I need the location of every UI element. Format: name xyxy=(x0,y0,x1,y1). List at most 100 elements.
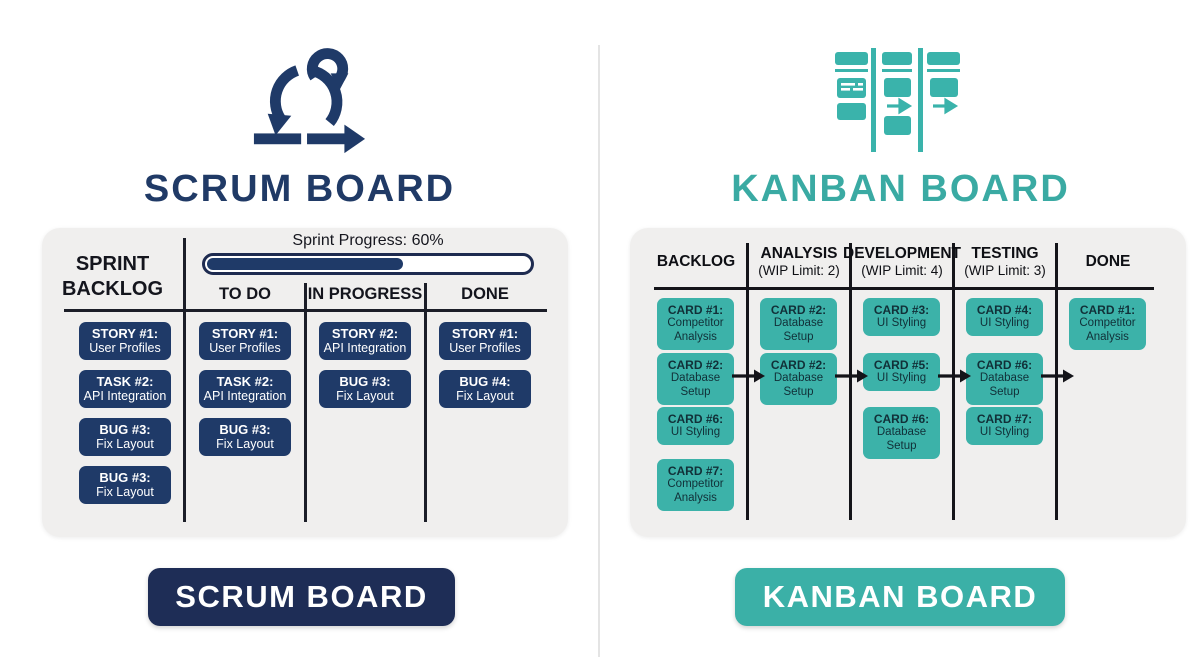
card-subtitle: UI Styling xyxy=(876,372,927,385)
card-title: CARD #7: xyxy=(976,412,1033,426)
kanban-board-panel: BACKLOG ANALYSIS (WIP Limit: 2) DEVELOPM… xyxy=(630,228,1186,537)
card-subtitle: Database Setup xyxy=(773,372,824,398)
column-header-inprogress: IN PROGRESS xyxy=(307,285,423,303)
scrum-card: TASK #2:API Integration xyxy=(199,370,291,408)
column-divider xyxy=(746,243,749,520)
card-title: CARD #6: xyxy=(976,358,1033,372)
card-subtitle: Fix Layout xyxy=(96,485,154,500)
card-subtitle: Competitor Analysis xyxy=(667,317,724,343)
card-title: BUG #3: xyxy=(99,421,151,437)
card-subtitle: Database Setup xyxy=(773,317,824,343)
card-subtitle: UI Styling xyxy=(670,426,721,439)
header-underline xyxy=(64,309,547,312)
card-title: BUG #3: xyxy=(339,373,391,389)
scrum-card: STORY #1:User Profiles xyxy=(79,322,171,360)
column-header-development: DEVELOPMENT (WIP Limit: 4) xyxy=(843,245,961,278)
column-divider xyxy=(849,243,852,520)
sprint-progress-bar xyxy=(202,253,534,275)
card-subtitle: UI Styling xyxy=(979,426,1030,439)
card-subtitle: API Integration xyxy=(323,341,407,356)
column-divider xyxy=(304,283,307,522)
card-title: CARD #2: xyxy=(770,358,827,372)
kanban-card: CARD #2:Database Setup xyxy=(760,353,837,405)
kanban-card: CARD #6:Database Setup xyxy=(966,353,1043,405)
card-title: TASK #2: xyxy=(216,373,274,389)
kanban-card: CARD #5:UI Styling xyxy=(863,353,940,391)
card-title: BUG #3: xyxy=(99,469,151,485)
card-title: BUG #4: xyxy=(459,373,511,389)
sprint-progress-fill xyxy=(207,258,403,270)
scrum-badge: SCRUM BOARD xyxy=(148,568,455,626)
card-title: CARD #1: xyxy=(1079,303,1136,317)
card-title: CARD #4: xyxy=(976,303,1033,317)
column-header-done: DONE xyxy=(461,285,509,303)
card-title: STORY #1: xyxy=(91,325,159,341)
card-title: CARD #3: xyxy=(873,303,930,317)
kanban-card: CARD #7:Competitor Analysis xyxy=(657,459,734,511)
kanban-columns-icon xyxy=(830,42,970,163)
scrum-card: STORY #1:User Profiles xyxy=(199,322,291,360)
wip-limit-label: (WIP Limit: 3) xyxy=(964,262,1046,278)
card-title: STORY #1: xyxy=(211,325,279,341)
flow-arrow-icon xyxy=(833,366,869,386)
card-subtitle: Database Setup xyxy=(670,372,721,398)
scrum-cycle-icon xyxy=(250,36,368,167)
card-title: CARD #6: xyxy=(873,412,930,426)
card-subtitle: API Integration xyxy=(83,389,167,404)
kanban-card: CARD #6:UI Styling xyxy=(657,407,734,445)
card-subtitle: Database Setup xyxy=(876,426,927,452)
card-title: CARD #6: xyxy=(667,412,724,426)
card-subtitle: Competitor Analysis xyxy=(1079,317,1136,343)
card-subtitle: User Profiles xyxy=(209,341,281,356)
done-cards: CARD #1:Competitor Analysis xyxy=(1069,298,1146,528)
card-subtitle: UI Styling xyxy=(876,317,927,330)
column-header-analysis: ANALYSIS (WIP Limit: 2) xyxy=(758,245,840,278)
card-subtitle: Fix Layout xyxy=(96,437,154,452)
flow-arrow-icon xyxy=(936,366,972,386)
card-subtitle: Fix Layout xyxy=(216,437,274,452)
card-subtitle: Fix Layout xyxy=(456,389,514,404)
column-divider xyxy=(183,238,186,522)
scrum-board-panel: SPRINT BACKLOG Sprint Progress: 60% TO D… xyxy=(42,228,568,537)
card-subtitle: API Integration xyxy=(203,389,287,404)
scrum-card: BUG #3:Fix Layout xyxy=(79,418,171,456)
kanban-card: CARD #4:UI Styling xyxy=(966,298,1043,336)
column-divider xyxy=(424,283,427,522)
kanban-card: CARD #6:Database Setup xyxy=(863,407,940,459)
column-divider xyxy=(952,243,955,520)
wip-limit-label: (WIP Limit: 4) xyxy=(861,262,943,278)
flow-arrow-icon xyxy=(730,366,766,386)
card-title: TASK #2: xyxy=(96,373,154,389)
kanban-card: CARD #2:Database Setup xyxy=(657,353,734,405)
card-title: CARD #2: xyxy=(667,358,724,372)
sprint-backlog-header: SPRINT BACKLOG xyxy=(61,253,164,300)
column-header-backlog: BACKLOG xyxy=(656,253,736,271)
column-header-done: DONE xyxy=(1085,253,1131,271)
header-underline xyxy=(654,287,1154,290)
column-header-testing: TESTING (WIP Limit: 3) xyxy=(964,245,1046,278)
card-subtitle: UI Styling xyxy=(979,317,1030,330)
kanban-badge: KANBAN BOARD xyxy=(735,568,1065,626)
scrum-card: BUG #3:Fix Layout xyxy=(199,418,291,456)
card-subtitle: User Profiles xyxy=(449,341,521,356)
kanban-card: CARD #7:UI Styling xyxy=(966,407,1043,445)
kanban-card: CARD #1:Competitor Analysis xyxy=(1069,298,1146,350)
column-divider xyxy=(1055,243,1058,520)
kanban-card: CARD #3:UI Styling xyxy=(863,298,940,336)
card-subtitle: User Profiles xyxy=(89,341,161,356)
card-subtitle: Competitor Analysis xyxy=(667,478,724,504)
wip-limit-label: (WIP Limit: 2) xyxy=(758,262,840,278)
kanban-card: CARD #2:Database Setup xyxy=(760,298,837,350)
column-header-todo: TO DO xyxy=(219,285,271,303)
card-subtitle: Database Setup xyxy=(979,372,1030,398)
card-title: BUG #3: xyxy=(219,421,271,437)
scrum-card: STORY #1:User Profiles xyxy=(439,322,531,360)
